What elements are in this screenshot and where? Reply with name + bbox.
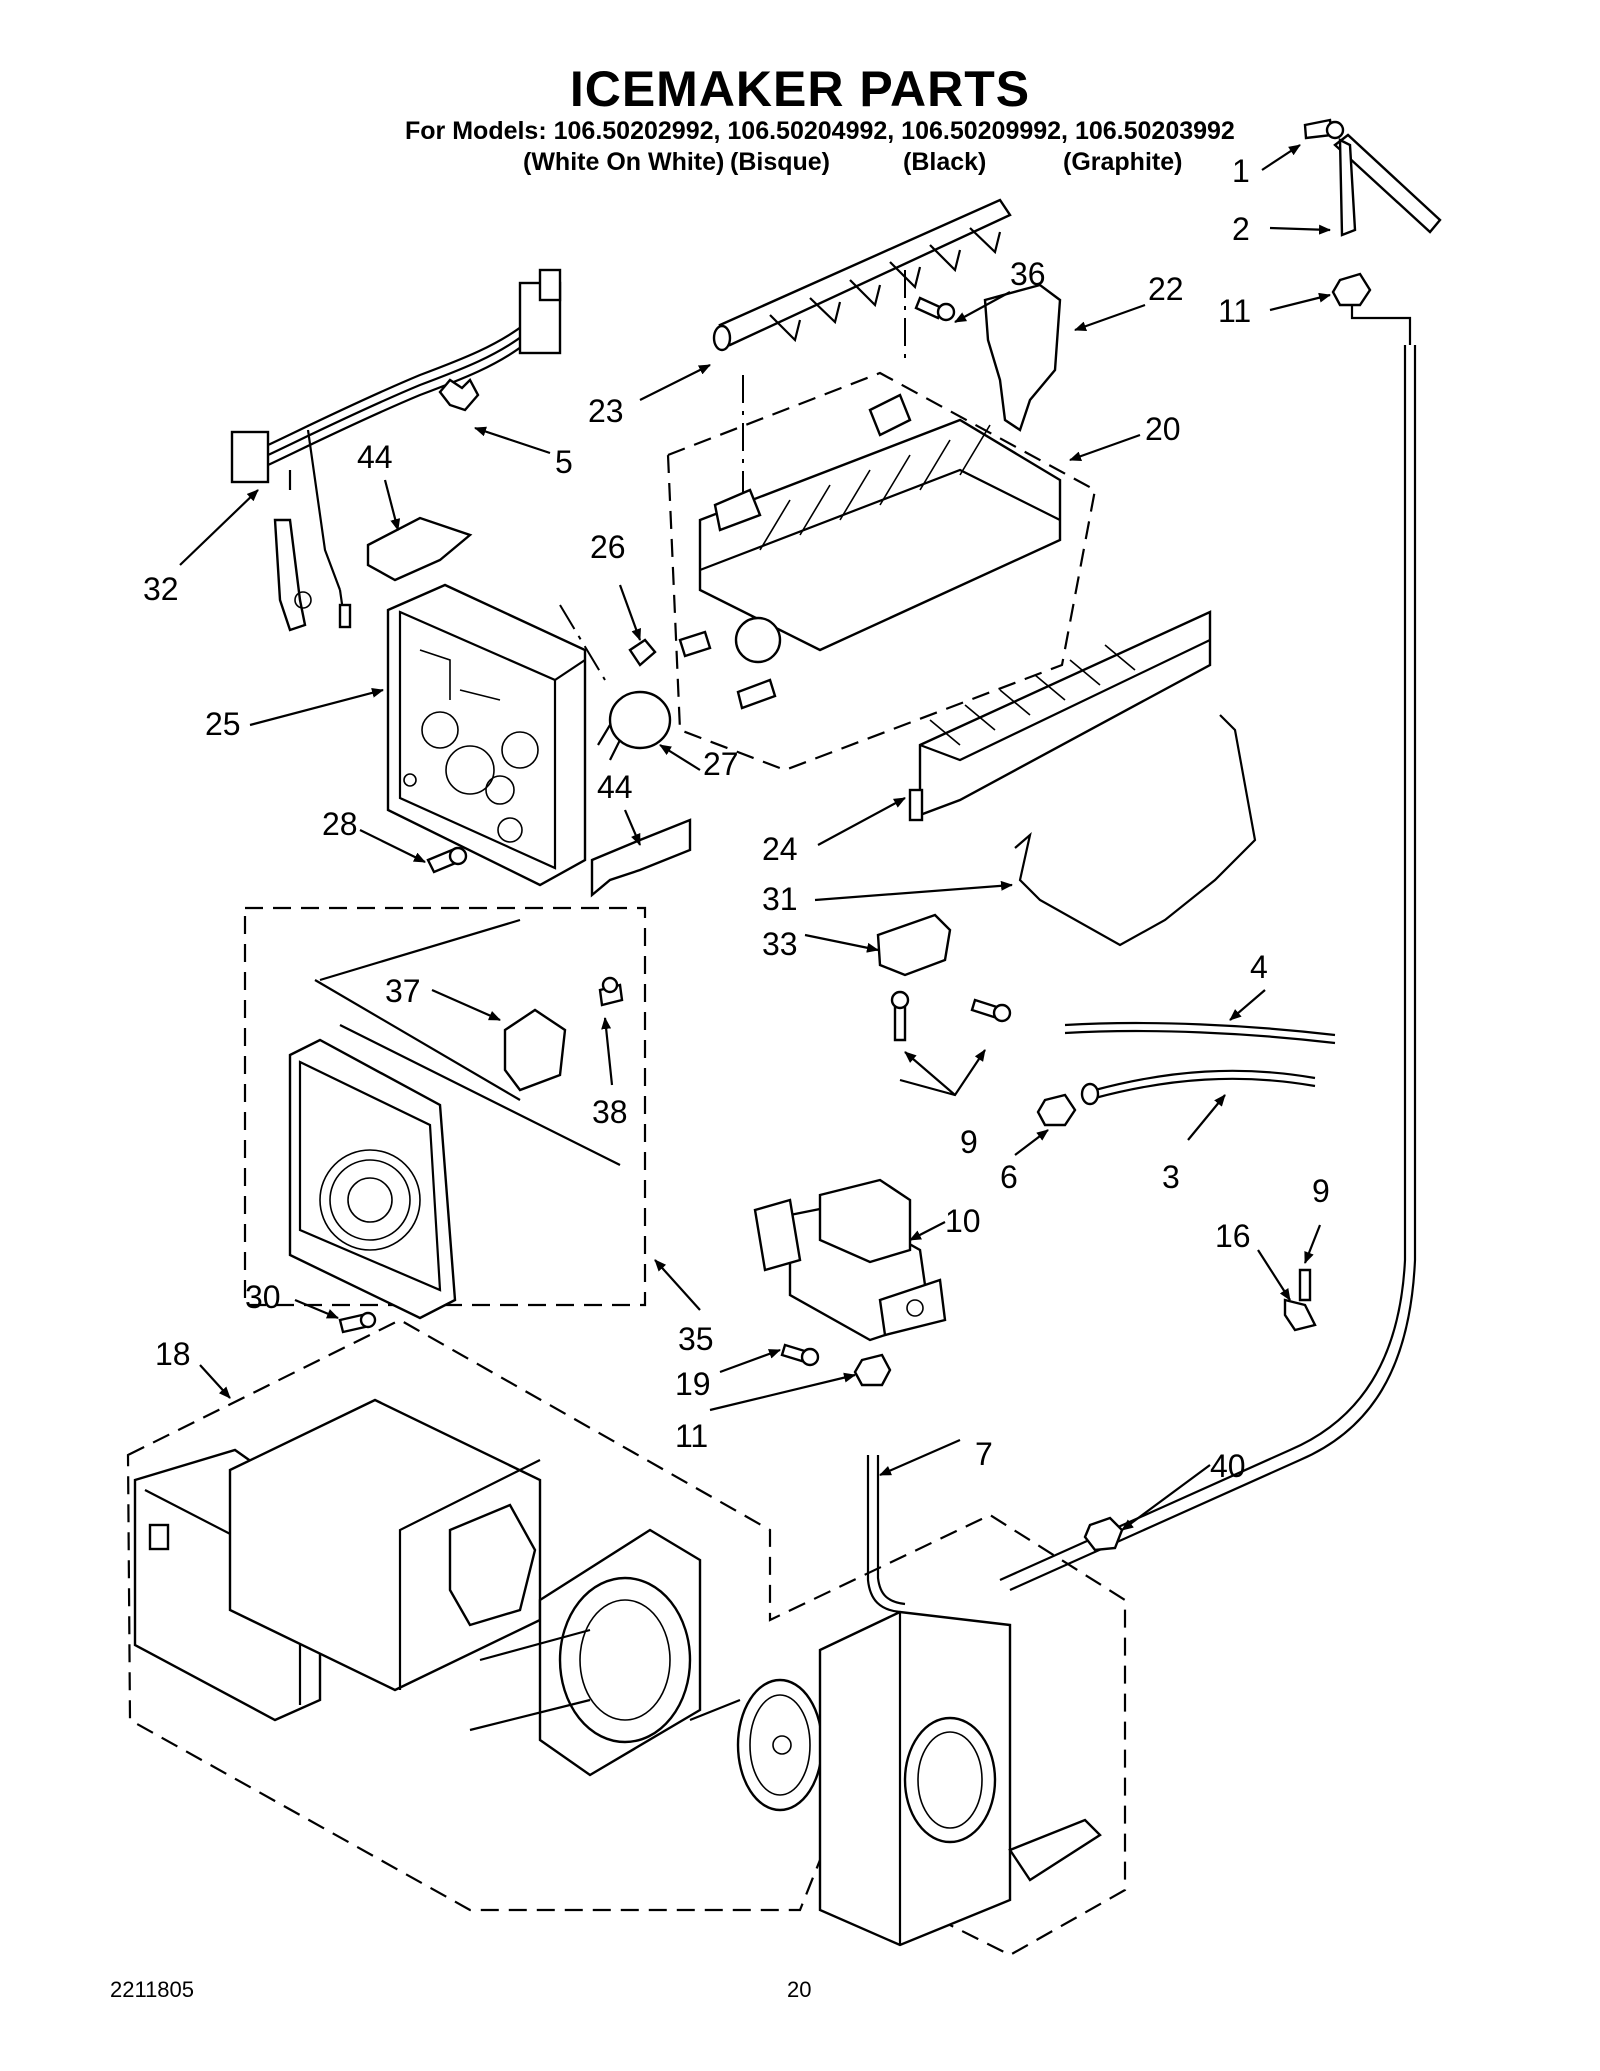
bracket-33-part (876, 913, 952, 977)
callout-11-top: 11 (1218, 293, 1251, 329)
callout-25: 25 (205, 706, 241, 742)
callout-3: 3 (1162, 1159, 1180, 1195)
page-number: 20 (787, 1977, 812, 2002)
callout-labels: 1 2 11 36 22 23 20 5 44 32 26 25 27 44 2… (143, 153, 1330, 1484)
callout-40: 40 (1210, 1448, 1246, 1484)
nut-11-top-part (1331, 272, 1372, 307)
nut-11-mid-part (853, 1353, 892, 1387)
callout-4: 4 (1250, 949, 1268, 985)
callout-5: 5 (555, 444, 573, 480)
icemaker-assembly-outline (666, 371, 1097, 772)
color-white-on-white: (White On White) (523, 148, 725, 176)
water-line-part (999, 345, 1407, 1582)
color-graphite: (Graphite) (1063, 148, 1183, 176)
callout-30: 30 (245, 1279, 281, 1315)
callout-26: 26 (590, 529, 626, 565)
shroud-part (908, 610, 1212, 822)
screw-19-part (780, 1343, 820, 1367)
callout-22: 22 (1148, 271, 1184, 307)
callout-32: 32 (143, 571, 179, 607)
ejector-part (712, 198, 1012, 352)
water-valve-part (753, 1178, 947, 1342)
screw-36-part (914, 296, 956, 322)
callout-9-center: 9 (960, 1124, 978, 1160)
document-number: 2211805 (110, 1977, 195, 2002)
control-housing-part (386, 583, 587, 887)
leader-lines (179, 144, 1331, 1531)
callout-18: 18 (155, 1336, 191, 1372)
blower-wheel-part (736, 1678, 824, 1812)
thermostat-part (597, 690, 672, 761)
fill-cup-part (983, 283, 1062, 432)
callout-44-lower: 44 (597, 769, 633, 805)
callout-7: 7 (975, 1436, 993, 1472)
callout-2: 2 (1232, 211, 1250, 247)
mold-part (678, 393, 1062, 710)
clip-small-part (628, 638, 657, 667)
nut-6-part (1036, 1093, 1077, 1127)
nut-40-part (1083, 1516, 1124, 1552)
callout-37: 37 (385, 973, 421, 1009)
callout-11-mid: 11 (675, 1418, 708, 1454)
wire-harness-part (230, 268, 562, 632)
fill-tube-part (1303, 118, 1442, 237)
screws-9-part (890, 990, 1012, 1042)
callout-10: 10 (945, 1203, 981, 1239)
callout-27: 27 (703, 746, 739, 782)
page-title: ICEMAKER PARTS (569, 61, 1031, 117)
color-bisque: (Bisque) (730, 148, 830, 176)
tube-3-part (1094, 1069, 1316, 1092)
callout-20: 20 (1145, 411, 1181, 447)
duct-housing-part (818, 1610, 1102, 1947)
motor-module-part (288, 976, 624, 1320)
shutoff-arm-part (1014, 714, 1257, 947)
callout-44-upper: 44 (357, 439, 393, 475)
callout-23: 23 (588, 393, 624, 429)
callout-24: 24 (762, 831, 798, 867)
models-line: For Models: 106.50202992, 106.50204992, … (405, 117, 1235, 145)
callout-31: 31 (762, 881, 798, 917)
tube-4-part (1064, 1021, 1336, 1037)
bracket-lower-part (590, 818, 692, 898)
clip-part (438, 378, 480, 412)
callout-28: 28 (322, 806, 358, 842)
color-black: (Black) (903, 148, 987, 176)
callout-19: 19 (675, 1366, 711, 1402)
screw-28-part (426, 846, 468, 874)
callout-35: 35 (678, 1321, 714, 1357)
callout-16: 16 (1215, 1218, 1251, 1254)
callout-38: 38 (592, 1094, 628, 1130)
motor-module-outline (243, 906, 647, 1307)
callout-6: 6 (1000, 1159, 1018, 1195)
bracket-upper-part (366, 516, 473, 582)
tube-7-part (866, 1455, 901, 1614)
callout-1: 1 (1232, 153, 1250, 189)
callout-33: 33 (762, 926, 798, 962)
callout-9-right: 9 (1312, 1173, 1330, 1209)
clamp-16-part (1283, 1298, 1317, 1332)
screw-30-part (338, 1311, 377, 1334)
fan-assembly-part (133, 1398, 741, 1777)
fan-assembly-outline (126, 1318, 1127, 1957)
callout-36: 36 (1010, 256, 1046, 292)
